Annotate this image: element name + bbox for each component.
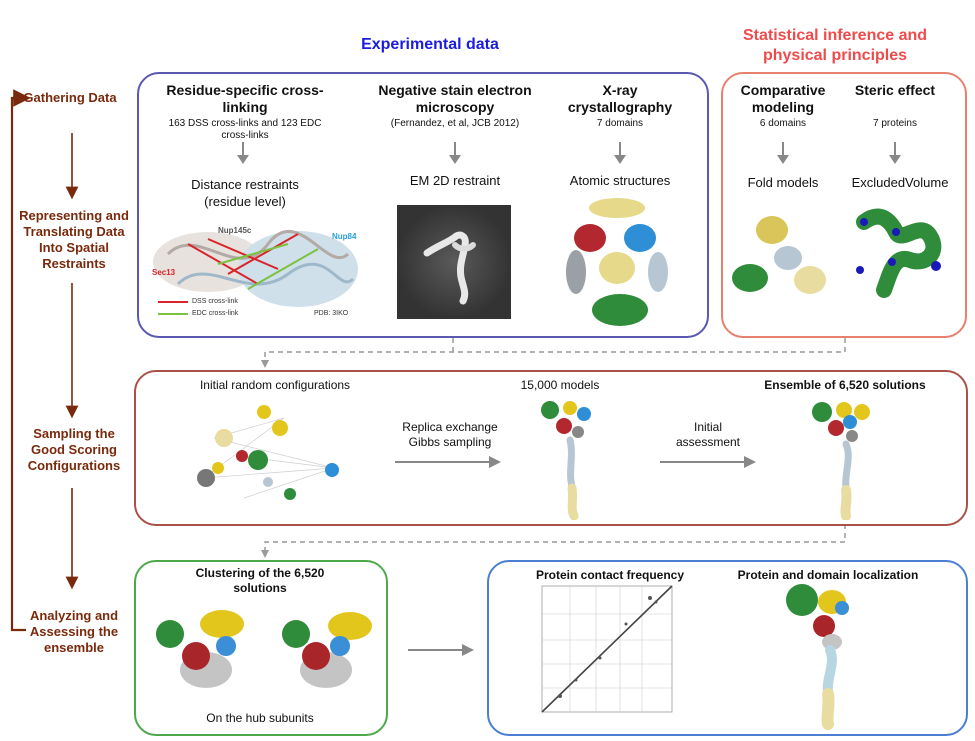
models-count-label: 15,000 models	[520, 378, 600, 392]
fold-models-label: Fold models	[747, 175, 819, 190]
assessment-arrow	[660, 454, 760, 475]
initial-configurations-label: Initial random configurations	[199, 378, 351, 392]
analysis-arrow	[408, 642, 478, 663]
ensemble-structure-image	[800, 396, 896, 521]
xray-subtitle: 7 domains	[596, 118, 644, 129]
stage-analyzing: Analyzing and Assessing the ensemble	[29, 608, 119, 655]
replica-exchange-label: Replica exchange Gibbs sampling	[402, 420, 498, 449]
clustering-label: Clustering of the 6,520 solutions	[195, 566, 325, 595]
sec13-label: Sec13	[152, 268, 176, 277]
stage-gathering: Gathering Data	[23, 90, 117, 105]
em-2d-restraint-label: EM 2D restraint	[409, 173, 501, 188]
clustering-surfaces-image	[150, 600, 378, 710]
stage-sampling: Sampling the Good Scoring Configurations	[27, 426, 121, 473]
em-title: Negative stain electron microscopy	[378, 82, 532, 115]
nup145c-label: Nup145c	[218, 226, 252, 235]
em-subtitle: (Fernandez, et al, JCB 2012)	[390, 118, 520, 129]
ensemble-label: Ensemble of 6,520 solutions	[764, 378, 926, 392]
sampling-arrow	[395, 454, 505, 475]
crosslink-structure-image: Nup145c Nup84 Sec13 DSS cross-link EDC c…	[148, 214, 366, 326]
steric-title: Steric effect	[854, 82, 936, 98]
crosslink-subtitle: 163 DSS cross-links and 123 EDC cross-li…	[168, 118, 322, 141]
initial-assessment-label: Initial assessment	[675, 420, 741, 449]
sampling-panel	[134, 370, 968, 526]
xray-title: X-ray crystallography	[567, 82, 673, 115]
flow-arrows	[10, 89, 79, 632]
nup84-label: Nup84	[332, 232, 357, 241]
atomic-structures-image	[562, 192, 682, 330]
statistical-panel	[721, 72, 967, 338]
pdb-label: PDB: 3IKO	[314, 310, 349, 317]
experimental-title: Experimental data	[361, 36, 499, 53]
localization-density-image	[780, 580, 860, 730]
comparative-subtitle: 6 domains	[759, 118, 807, 129]
crosslink-title: Residue-specific cross-linking	[166, 82, 324, 115]
em-class-average-image	[397, 205, 511, 319]
contact-frequency-matrix	[530, 584, 674, 724]
dss-legend-label: DSS cross-link	[192, 298, 238, 305]
statistical-title: Statistical inference and physical princ…	[742, 27, 928, 64]
distance-restraints-label: Distance restraints (residue level)	[191, 177, 299, 209]
hub-subunits-label: On the hub subunits	[206, 711, 314, 725]
models-structure-image	[530, 396, 610, 521]
stage-representing: Representing and Translating Data Into S…	[19, 208, 129, 271]
excluded-volume-label: ExcludedVolume	[851, 175, 949, 190]
fold-models-image	[728, 210, 834, 306]
contact-frequency-label: Protein contact frequency	[535, 568, 685, 582]
domain-localization-label: Protein and domain localization	[737, 568, 919, 582]
comparative-title: Comparative modeling	[740, 82, 826, 115]
excluded-volume-image	[850, 200, 950, 310]
steric-subtitle: 7 proteins	[873, 118, 917, 129]
random-configuration-image	[184, 398, 364, 520]
edc-legend-label: EDC cross-link	[192, 310, 239, 317]
atomic-structures-label: Atomic structures	[569, 173, 671, 188]
